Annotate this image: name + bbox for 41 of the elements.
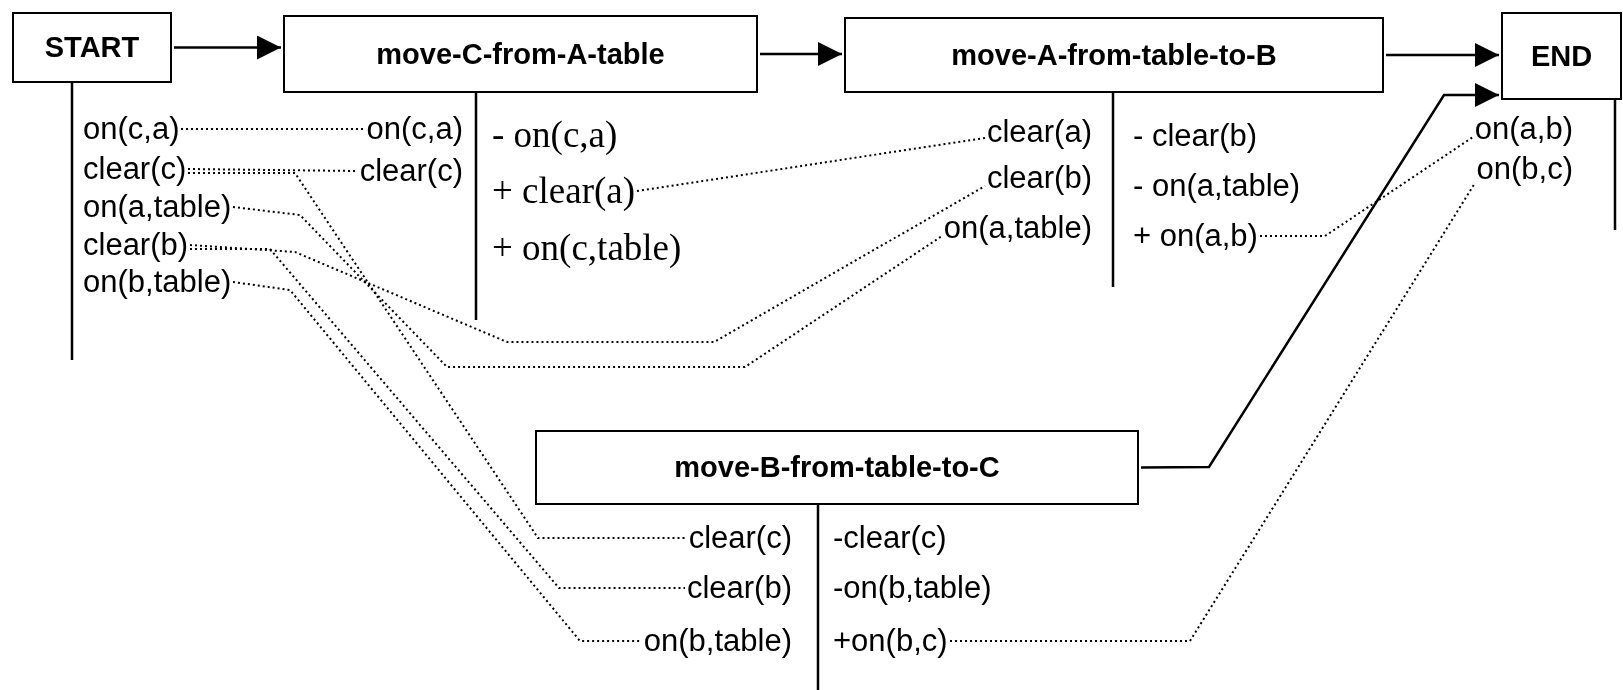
condition-label: -on(b,table): [833, 570, 992, 606]
terminal-box: END: [1501, 12, 1622, 100]
dotted-link-line: [187, 172, 688, 539]
dotted-link-line: [949, 182, 1476, 642]
condition-label: clear(b): [986, 160, 1092, 196]
dotted-link-line: [180, 128, 366, 130]
condition-label: clear(c): [83, 151, 187, 187]
condition-label: on(b,table): [83, 264, 232, 300]
dotted-link-line: [189, 185, 986, 343]
condition-label: +on(b,c): [833, 623, 948, 659]
condition-label: on(a,b): [1474, 111, 1573, 147]
condition-label: on(c,a): [366, 111, 463, 147]
condition-label: - on(c,a): [492, 114, 618, 156]
action-box: move-C-from-A-table: [283, 15, 758, 93]
condition-label: clear(b): [686, 570, 792, 606]
condition-label: - on(a,table): [1133, 168, 1301, 204]
condition-label: on(a,table): [943, 210, 1092, 246]
condition-label: - clear(b): [1133, 118, 1257, 154]
dotted-link-line: [636, 137, 986, 192]
condition-label: + clear(a): [492, 170, 636, 212]
condition-label: on(b,table): [643, 623, 792, 659]
arrow: [1386, 43, 1499, 67]
condition-label: + on(c,table): [492, 227, 682, 269]
condition-label: clear(b): [83, 227, 189, 263]
condition-label: on(a,table): [83, 189, 232, 225]
arrow: [174, 35, 281, 60]
arrow: [1141, 83, 1499, 469]
terminal-box: START: [12, 12, 172, 83]
arrow: [760, 42, 842, 66]
condition-label: + on(a,b): [1133, 218, 1258, 254]
dotted-link-line: [189, 248, 686, 589]
dotted-link-line: [232, 206, 943, 368]
condition-label: -clear(c): [833, 520, 947, 556]
dotted-link-line: [1259, 136, 1474, 237]
condition-label: clear(c): [359, 153, 463, 189]
condition-label: clear(c): [688, 520, 792, 556]
condition-label: on(c,a): [83, 111, 180, 147]
action-box: move-A-from-table-to-B: [844, 17, 1384, 93]
condition-label: on(b,c): [1476, 151, 1573, 187]
condition-label: clear(a): [986, 114, 1092, 150]
action-box: move-B-from-table-to-C: [535, 430, 1139, 505]
